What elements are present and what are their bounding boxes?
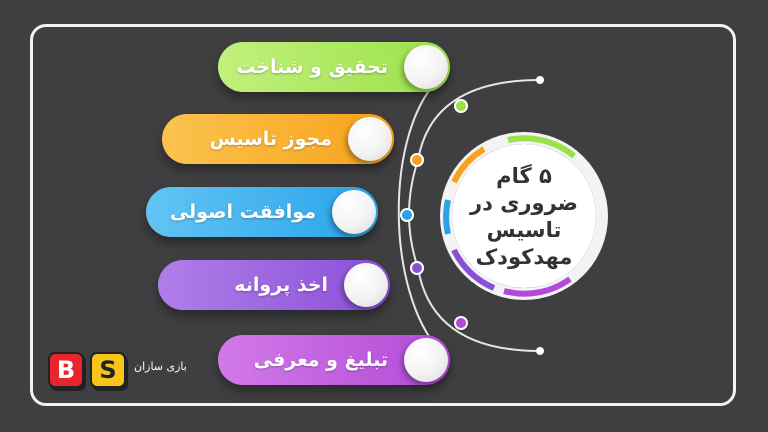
logo-letter-s: S xyxy=(90,352,126,388)
step-4-dot xyxy=(410,261,424,275)
step-label-5: تبلیغ و معرفی xyxy=(253,349,388,371)
center-circle: ۵ گام ضروری در تاسیس مهدکودک xyxy=(462,137,586,297)
step-knob-3 xyxy=(332,190,376,234)
step-pill-3: موافقت اصولی xyxy=(146,187,378,237)
frame-border xyxy=(30,24,736,406)
connector-arc xyxy=(397,77,441,352)
logo-text: بازی سازان xyxy=(134,360,187,373)
step-label-3: موافقت اصولی xyxy=(169,201,316,223)
step-knob-1 xyxy=(404,45,448,89)
step-label-4: اخذ پروانه xyxy=(234,274,328,296)
step-3-dot xyxy=(400,208,414,222)
step-label-1: تحقیق و شناخت xyxy=(236,56,388,78)
logo: B S بازی سازان xyxy=(48,352,198,396)
center-title: ۵ گام ضروری در تاسیس مهدکودک xyxy=(470,164,578,269)
step-knob-2 xyxy=(348,117,392,161)
step-pill-1: تحقیق و شناخت xyxy=(218,42,450,92)
step-pill-5: تبلیغ و معرفی xyxy=(218,335,450,385)
step-2-dot xyxy=(410,153,424,167)
step-knob-5 xyxy=(404,338,448,382)
logo-letter-b: B xyxy=(48,352,84,388)
arc-end-dot-bottom xyxy=(536,347,544,355)
arc-end-dot-top xyxy=(536,76,544,84)
step-pill-4: اخذ پروانه xyxy=(158,260,390,310)
step-label-2: مجوز تاسیس xyxy=(209,128,333,150)
center-ring xyxy=(440,132,608,300)
step-5-dot xyxy=(454,316,468,330)
step-1-dot xyxy=(454,99,468,113)
step-knob-4 xyxy=(344,263,388,307)
step-pill-2: مجوز تاسیس xyxy=(162,114,394,164)
